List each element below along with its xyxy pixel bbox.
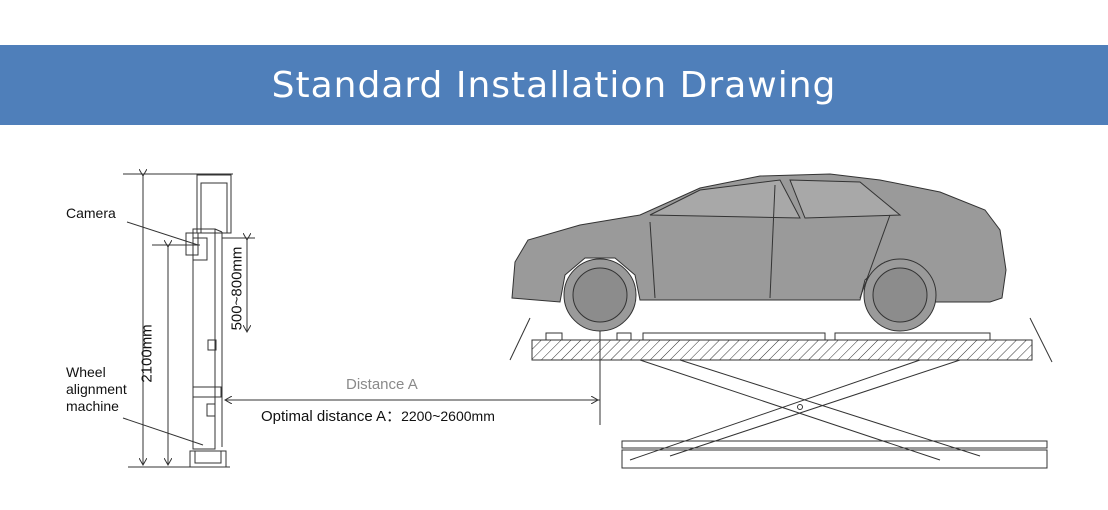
title-banner: Standard Installation Drawing xyxy=(0,45,1108,125)
car xyxy=(511,173,1007,332)
optimal-distance-label: Optimal distance A：2200~2600mm xyxy=(261,408,495,425)
camera-label: Camera xyxy=(66,205,116,221)
optimal-value: 2200~2600mm xyxy=(401,408,495,424)
height-dimension-label: 2100mm xyxy=(138,324,156,383)
dimension-lines xyxy=(122,174,601,468)
scissor-lift xyxy=(509,317,1053,469)
page-title: Standard Installation Drawing xyxy=(271,64,837,106)
machine-label-line: Wheel xyxy=(66,364,106,380)
distance-a-label: Distance A xyxy=(346,376,418,393)
wheel-alignment-machine xyxy=(185,174,232,468)
machine-label: Wheel alignment machine xyxy=(66,364,127,415)
machine-label-line: alignment xyxy=(66,381,127,397)
optimal-prefix: Optimal distance A： xyxy=(261,408,402,425)
machine-label-line: machine xyxy=(66,398,119,414)
camera-range-label: 500~800mm xyxy=(228,246,246,331)
